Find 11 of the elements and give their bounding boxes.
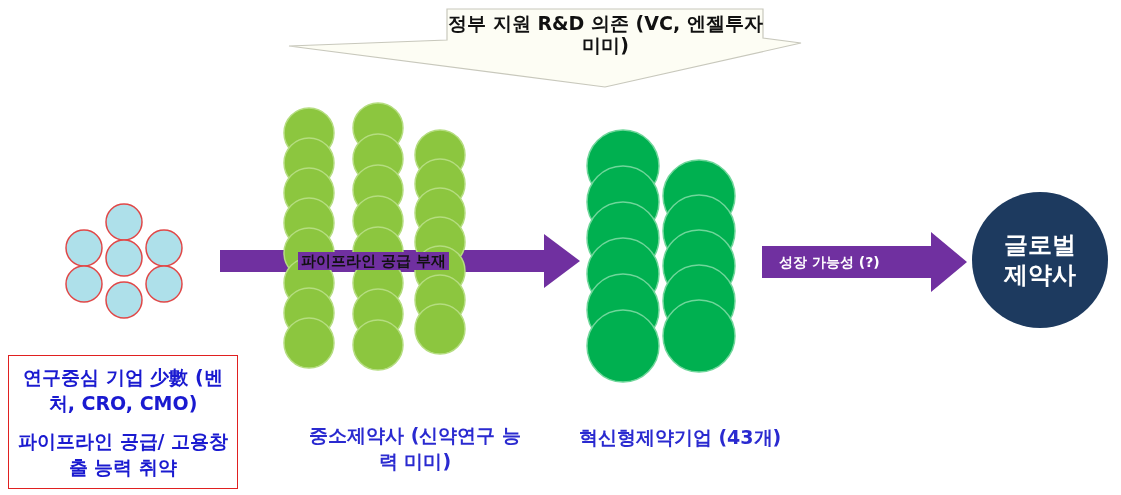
note-box: [8, 355, 238, 489]
circle-stack: [282, 100, 468, 372]
caption-text: 혁신형제약기업 (43개): [577, 425, 783, 450]
callout-text: 정부 지원 R&D 의존 (VC, 엔젤투자 미미): [448, 12, 763, 56]
circle-text: 글로벌 제약사: [1003, 230, 1077, 290]
note-text: 연구중심 기업 少數 (벤처, CRO, CMO): [22, 365, 224, 416]
note-text: 파이프라인 공급/ 고용창출 능력 취약: [16, 429, 230, 480]
circle-cluster: [62, 202, 186, 320]
edge-label: 파이프라인 공급 부재: [298, 252, 450, 270]
callout-arrow: [288, 8, 802, 88]
caption-text: 중소제약사 (신약연구 능력 미미): [308, 423, 522, 474]
